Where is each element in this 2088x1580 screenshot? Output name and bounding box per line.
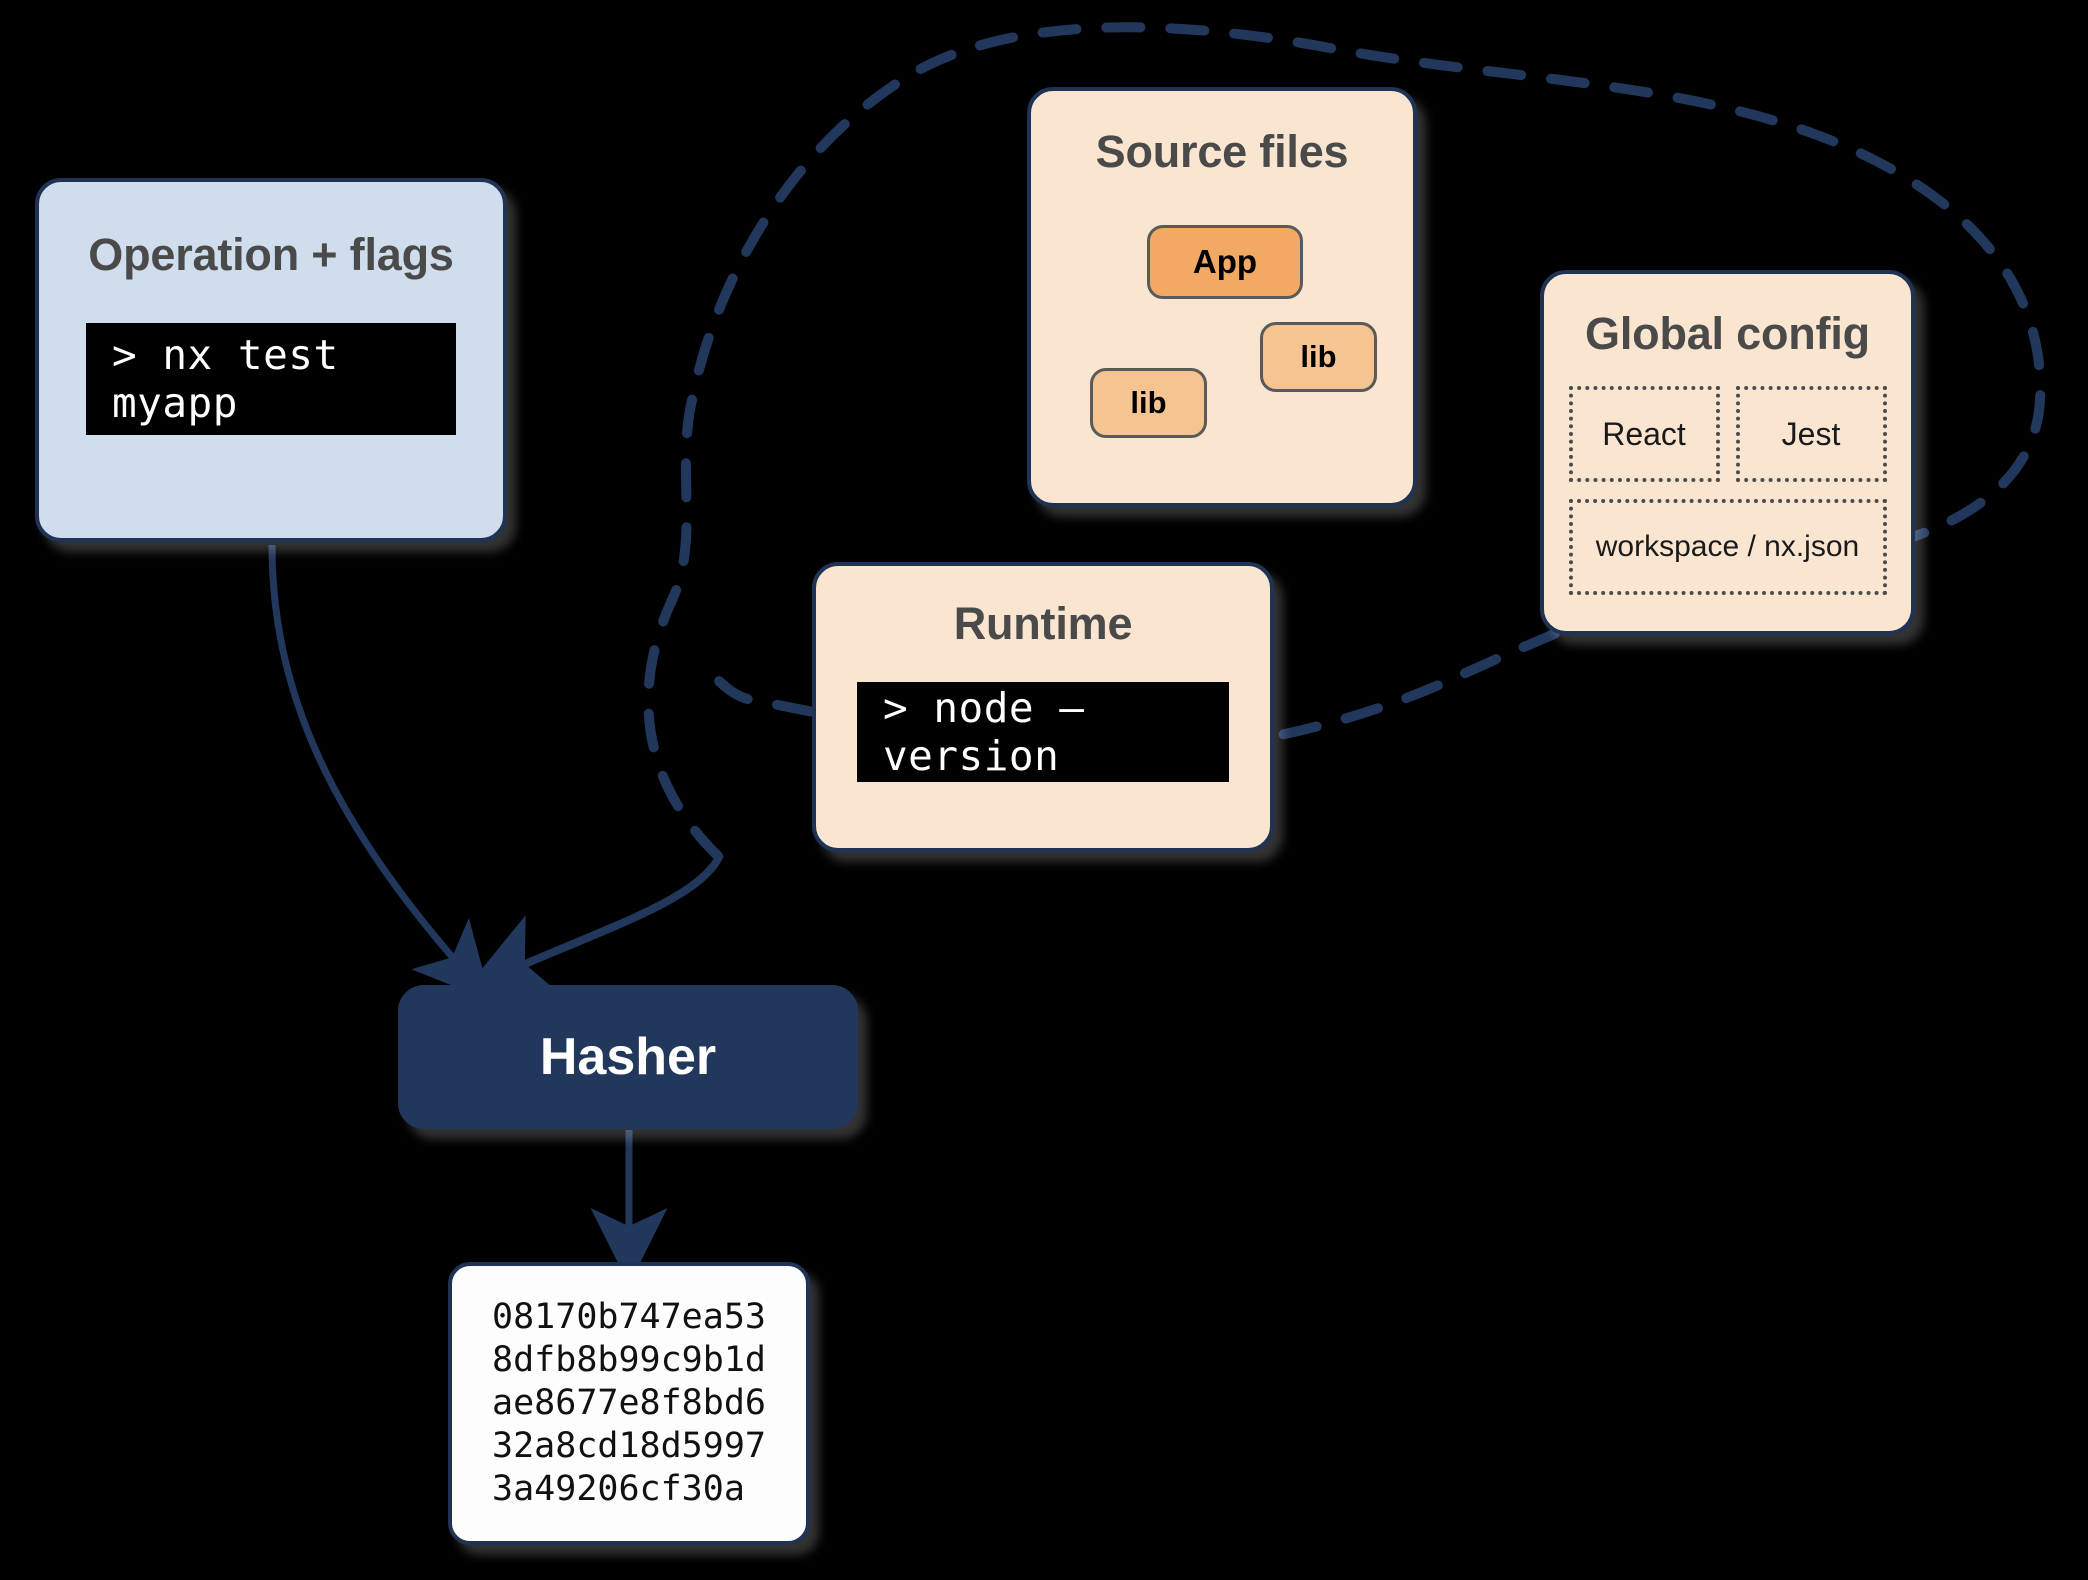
hash-line: 3a49206cf30a <box>492 1469 745 1510</box>
runtime-title: Runtime <box>953 598 1133 649</box>
source-node-lib-left: lib <box>1090 368 1207 438</box>
hasher-card: Hasher <box>398 985 858 1129</box>
hash-line: 08170b747ea53 <box>492 1296 766 1337</box>
arrow-operation-to-hasher <box>268 544 492 1002</box>
hash-line: 32a8cd18d5997 <box>492 1426 766 1467</box>
source-files-card: Source files <box>1027 87 1417 507</box>
source-node-lib-right: lib <box>1260 322 1377 392</box>
hasher-label: Hasher <box>539 1028 717 1086</box>
source-files-title: Source files <box>1095 126 1349 177</box>
config-cell-workspace-nxjson: workspace / nx.json <box>1568 499 1887 595</box>
global-config-grid: React Jest workspace / nx.json <box>1568 386 1887 595</box>
global-config-title: Global config <box>1585 308 1870 359</box>
config-cell-jest: Jest <box>1735 386 1887 482</box>
hash-line: ae8677e8f8bd6 <box>492 1382 766 1423</box>
source-node-app: App <box>1147 225 1303 299</box>
operation-terminal: > nx test myapp <box>86 323 456 435</box>
global-config-row-top: React Jest <box>1568 386 1887 482</box>
global-config-card: Global config React Jest workspace / nx.… <box>1540 270 1915 635</box>
config-cell-react: React <box>1568 386 1720 482</box>
runtime-card: Runtime > node –version <box>812 562 1274 852</box>
arrow-cloud-to-hasher <box>463 853 724 996</box>
runtime-terminal: > node –version <box>857 682 1229 782</box>
operation-title: Operation + flags <box>88 229 454 280</box>
hash-line: 8dfb8b99c9b1d <box>492 1339 766 1380</box>
operation-flags-card: Operation + flags > nx test myapp <box>35 178 507 542</box>
global-config-row-bottom: workspace / nx.json <box>1568 499 1887 595</box>
